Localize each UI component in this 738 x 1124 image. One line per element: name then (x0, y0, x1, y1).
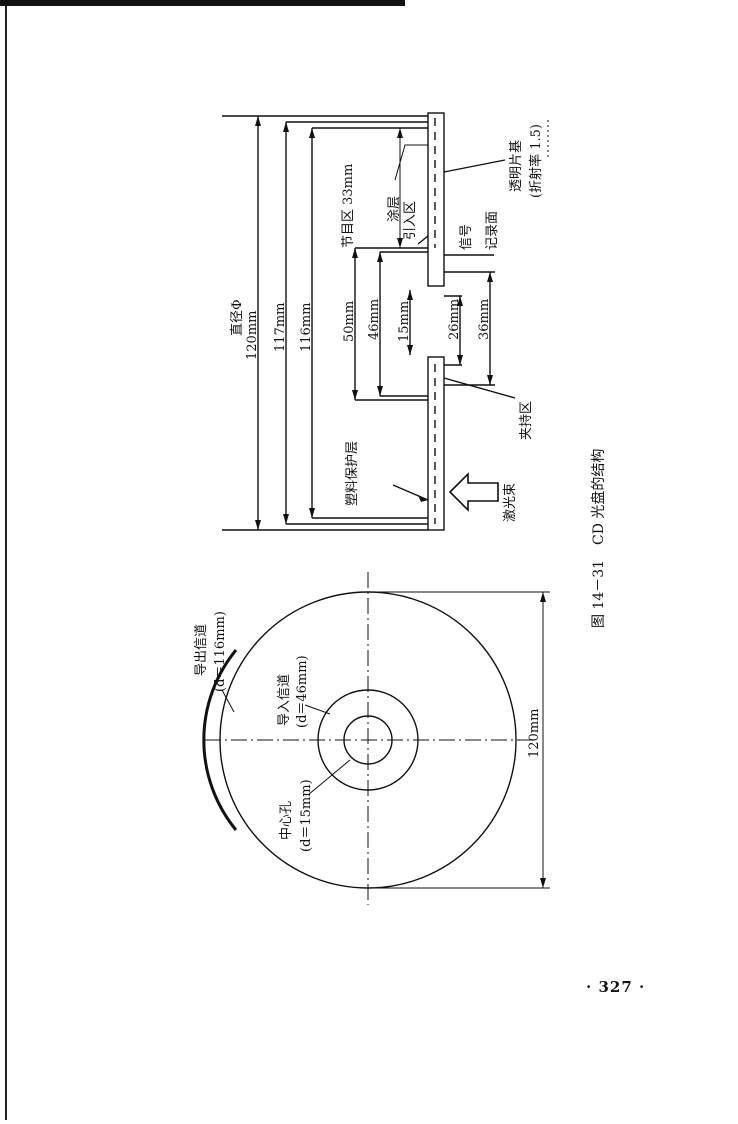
label-dim-26: 26mm (447, 299, 462, 340)
label-substrate: 透明片基 (509, 140, 524, 192)
caption-number: 图 14－31 (591, 560, 607, 628)
label-clamping-area: 夹持区 (519, 401, 534, 440)
label-lead-in-area: 引入区 (403, 201, 418, 240)
leader-coating (394, 144, 428, 181)
leader-clamping (443, 377, 516, 399)
lead-out-track-arc (202, 649, 238, 831)
disc-section-upper (427, 112, 445, 287)
label-recording-surface: 记录面 (485, 211, 500, 250)
label-dim-36: 36mm (477, 299, 492, 340)
disc-front-view (202, 572, 550, 905)
dimension-arrows (255, 116, 493, 530)
disc-dimension-arrows (540, 592, 546, 888)
label-dim-117: 117mm (273, 303, 288, 352)
label-lead-out-diameter: (d＝116mm) (213, 611, 228, 692)
leader-lead-in (417, 235, 429, 245)
label-program-area: 节目区 33mm (341, 164, 356, 248)
label-dim-15: 15mm (397, 301, 412, 342)
label-dim-50: 50mm (342, 301, 357, 342)
label-coating: 涂层 (386, 196, 402, 222)
laser-beam-arrow (448, 472, 499, 512)
cross-section-diagram (222, 112, 549, 531)
label-lead-in-diameter: (d＝46mm) (295, 655, 310, 728)
leader-lead-out (221, 689, 235, 713)
label-dim-120: 120mm (245, 311, 260, 360)
cross-section-labels: 直径Φ 120mm 117mm 116mm 50mm 46mm 15mm 26m… (230, 124, 544, 522)
disc-front-labels: 导出信道 (d＝116mm) 导入信道 (d＝46mm) 中心孔 (d＝15mm… (194, 611, 542, 852)
label-lead-in-track: 导入信道 (277, 674, 292, 726)
label-disc-diameter: 120mm (527, 709, 542, 758)
label-diameter: 直径Φ (230, 299, 245, 336)
label-dim-116: 116mm (299, 303, 314, 352)
page-number: · 327 · (586, 978, 646, 996)
leader-lead-in-track (304, 704, 331, 715)
label-refractive-index: (折射率 1.5) (528, 124, 544, 198)
label-center-hole-diameter: (d＝15mm) (299, 779, 314, 852)
scan-top-bar (0, 0, 405, 6)
leader-substrate (443, 159, 506, 173)
label-center-hole: 中心孔 (279, 801, 294, 840)
label-lead-out-track: 导出信道 (194, 624, 209, 676)
label-signal: 信号 (459, 224, 474, 250)
label-dim-46: 46mm (367, 299, 382, 340)
leader-center-hole (307, 759, 351, 796)
label-protective-layer: 塑料保护层 (345, 441, 360, 506)
figure-caption: 图 14－31 CD 光盘的结构 (590, 449, 607, 628)
disc-section-lower (427, 356, 445, 531)
label-laser-beam: 激光束 (503, 483, 518, 522)
caption-title: CD 光盘的结构 (590, 449, 607, 545)
